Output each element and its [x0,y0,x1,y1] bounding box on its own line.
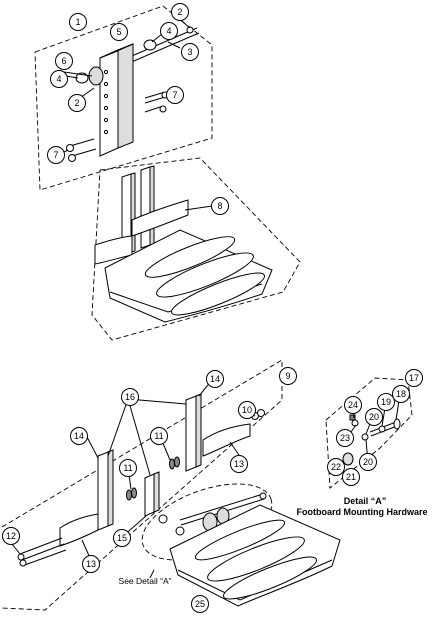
callout-16: 16 [121,388,139,406]
callout-18: 18 [392,385,410,403]
callout-13: 13 [230,455,248,473]
mount-hardware [158,507,230,536]
svg-text:10: 10 [242,405,252,415]
callout-14: 14 [206,370,224,388]
callout-24: 24 [344,396,362,414]
callout-20: 20 [359,453,377,471]
tube-right [185,395,197,472]
svg-text:25: 25 [195,599,205,609]
svg-text:19: 19 [381,397,391,407]
detail-a-title: Detail “A” [344,496,387,506]
cap-right [186,26,194,34]
callout-11: 11 [150,427,168,445]
group-1-outline [34,5,213,191]
svg-text:3: 3 [187,47,192,57]
see-detail-a-label: See Detail “A” [119,576,172,586]
callout-7: 7 [47,146,65,164]
svg-text:4: 4 [56,74,61,84]
svg-text:20: 20 [369,412,379,422]
bushing-right [143,39,157,51]
svg-text:9: 9 [285,371,290,381]
callout-22: 22 [327,458,345,476]
svg-text:11: 11 [123,463,132,473]
svg-text:11: 11 [154,431,163,441]
detail-a-outline [325,377,413,489]
bracket-side [117,43,134,149]
lower-assembly-group [1,359,341,611]
svg-text:13: 13 [86,559,96,569]
callout-13: 13 [82,555,100,573]
callout-14: 14 [70,427,88,445]
svg-text:14: 14 [74,431,84,441]
bracket-holes [103,69,109,135]
svg-text:23: 23 [340,433,350,443]
svg-text:15: 15 [117,533,127,543]
detail-a-subtitle: Footboard Mounting Hardware [297,507,428,517]
screws-12 [17,537,67,567]
callout-20: 20 [365,408,383,426]
svg-text:22: 22 [331,462,341,472]
svg-text:2: 2 [74,98,79,108]
svg-text:20: 20 [363,457,373,467]
callout-6: 6 [55,52,73,70]
svg-text:13: 13 [234,459,244,469]
mount-rod [179,493,264,521]
callout-2: 2 [68,94,86,112]
callout-1: 1 [69,13,87,31]
svg-text:2: 2 [177,7,182,17]
block-15 [144,473,155,517]
callout-21: 21 [342,468,360,486]
svg-text:7: 7 [172,90,177,100]
callout-23: 23 [336,429,354,447]
svg-text:18: 18 [396,389,406,399]
svg-text:16: 16 [125,392,135,402]
callout-8: 8 [211,197,229,215]
callout-15: 15 [113,529,131,547]
hardware-11-lower [126,487,137,501]
callout-11: 11 [119,459,137,477]
svg-text:14: 14 [210,374,220,384]
callout-10: 10 [238,401,256,419]
group-8-outline [91,157,301,341]
screws-7 [66,91,169,162]
flap-left [59,513,99,547]
flap-right [202,423,251,457]
callout-3: 3 [181,43,199,61]
svg-text:1: 1 [75,17,80,27]
svg-text:24: 24 [348,400,358,410]
bracket-front [99,49,119,157]
svg-text:4: 4 [166,26,171,36]
callout-19: 19 [377,393,395,411]
svg-text:5: 5 [116,27,121,37]
svg-text:8: 8 [217,201,222,211]
callout-4: 4 [50,70,68,88]
tube-left [97,451,109,531]
svg-text:17: 17 [409,373,419,383]
svg-text:12: 12 [6,531,16,541]
footplate-25 [169,504,341,607]
svg-text:7: 7 [53,150,58,160]
footplate-assembly-8 [94,165,273,323]
svg-text:21: 21 [346,472,356,482]
callout-25: 25 [191,595,209,613]
callout-9: 9 [279,367,297,385]
callout-17: 17 [405,369,423,387]
callout-4: 4 [160,22,178,40]
callout-2: 2 [171,3,189,21]
upper-assembly-group [34,5,301,341]
callout-12: 12 [2,527,20,545]
detail-a-group [325,377,413,489]
hardware-11-upper [169,456,180,470]
callout-5: 5 [110,23,128,41]
svg-text:6: 6 [61,56,66,66]
callout-7: 7 [166,86,184,104]
